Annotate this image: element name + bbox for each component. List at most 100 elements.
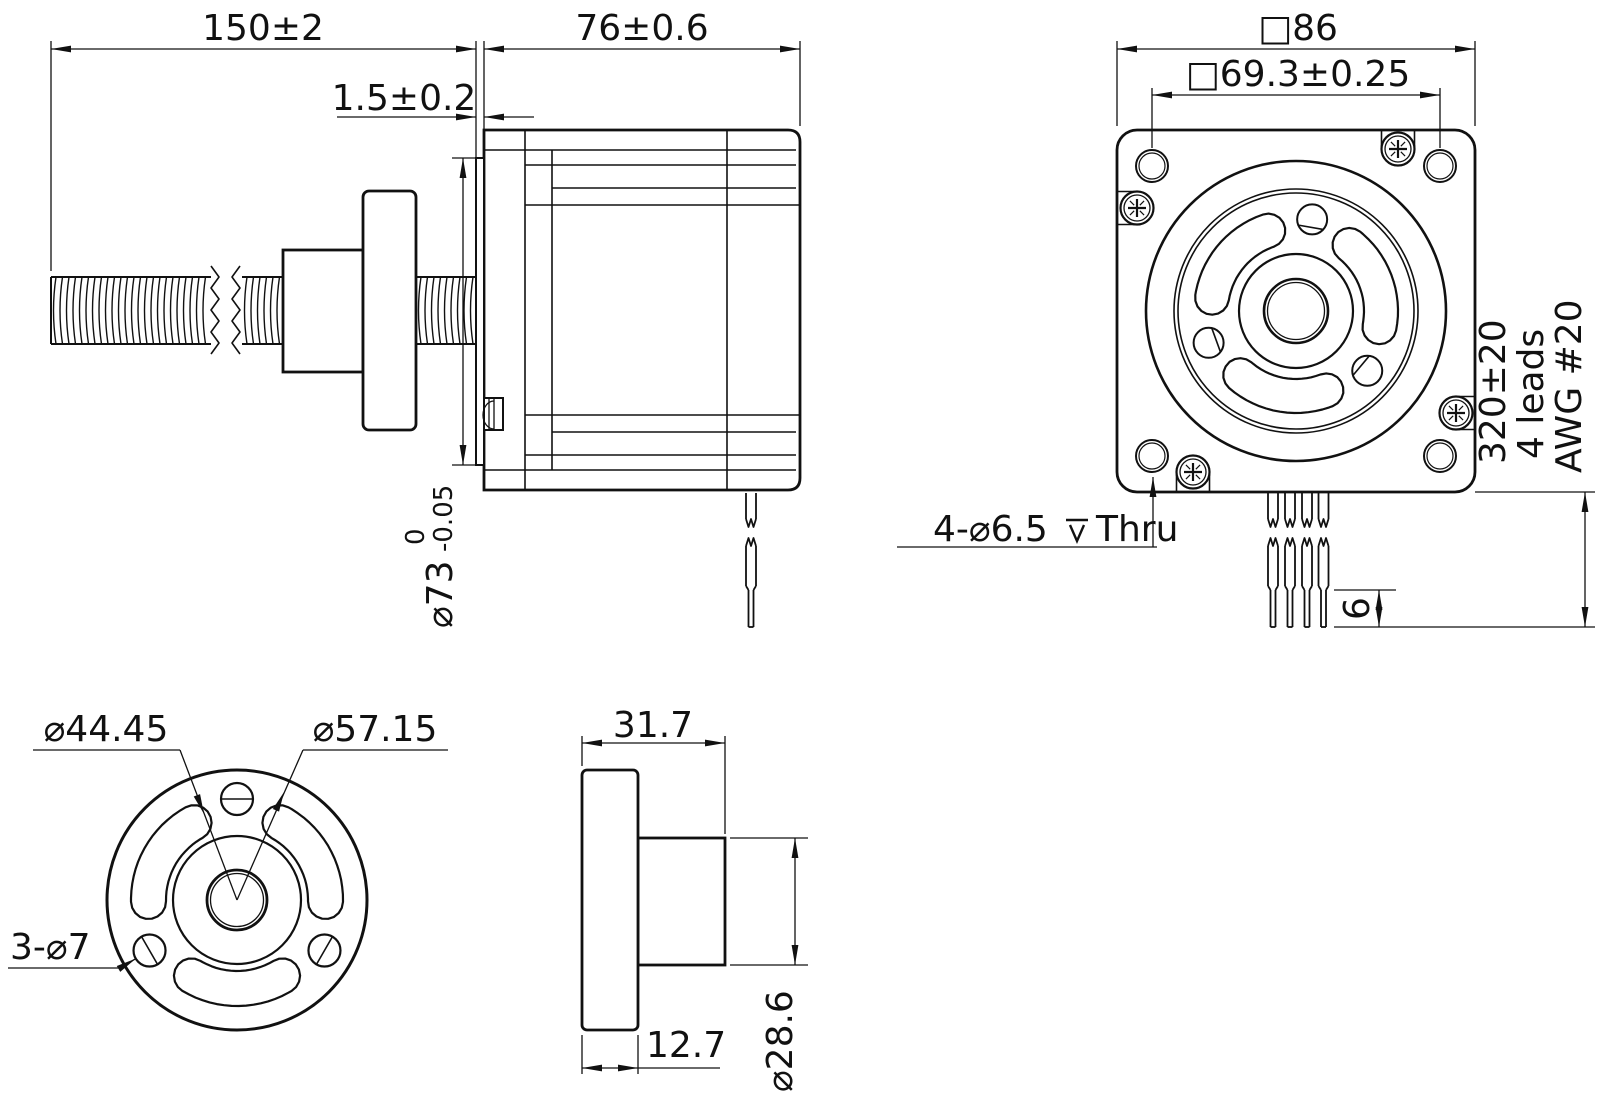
line — [1185, 474, 1191, 480]
dim-pilot-tol-upper: 0 — [401, 528, 431, 545]
thread-line — [250, 276, 255, 345]
thread-line — [59, 276, 64, 345]
nut-body-profile — [636, 836, 727, 967]
thread-line — [104, 276, 109, 345]
line — [1317, 585, 1322, 591]
thread-line — [469, 276, 474, 345]
thread-line — [456, 276, 461, 345]
thread-line — [150, 276, 155, 345]
front-view-dimensions — [897, 41, 1595, 628]
motor-front-view: □86 □69.3±0.25 4-⌀6.5 Thru 320±20 4 lead… — [897, 8, 1595, 628]
nut-flange-profile — [580, 768, 640, 1032]
dimension-arrow — [618, 1064, 638, 1072]
line — [745, 585, 750, 591]
dimension-arrow — [1149, 477, 1157, 497]
line — [1400, 141, 1406, 147]
vent-slot — [1222, 357, 1345, 415]
vent-slot — [261, 804, 345, 920]
pilot-boss — [475, 157, 485, 466]
dimension-arrow — [456, 45, 476, 53]
dimension-arrow — [780, 45, 800, 53]
line — [1301, 585, 1306, 591]
vent-slot — [1331, 226, 1400, 346]
polyline — [1284, 518, 1296, 528]
polyline — [1317, 518, 1330, 528]
thread-line — [124, 276, 129, 345]
dimension-arrow — [456, 113, 476, 121]
thread-line — [65, 276, 70, 345]
motor-body-lamination-lines — [484, 130, 800, 490]
side-view-dimensions — [50, 41, 801, 466]
mounting-holes — [1135, 149, 1457, 473]
nut-front-dimensions — [8, 749, 448, 972]
assembly-screw-side-icon — [482, 397, 504, 431]
line — [140, 936, 159, 965]
break-zigzag — [231, 265, 241, 355]
thread-line — [443, 276, 448, 345]
thread-line — [182, 276, 187, 345]
thread-line — [111, 276, 116, 345]
nut-side-view: 31.7 12.7 ⌀28.6 — [580, 705, 808, 1092]
circle — [1426, 152, 1454, 180]
screw-slot-edge — [1298, 224, 1324, 231]
dim-frame-width: □86 — [1258, 8, 1338, 49]
line — [1448, 405, 1454, 411]
plate-screw-hole — [1192, 326, 1225, 359]
thread-line — [85, 276, 90, 345]
line — [1325, 585, 1330, 591]
dimension-arrow — [484, 45, 504, 53]
dim-lead-length: 320±20 — [1473, 319, 1514, 464]
dim-pilot-diameter: ⌀73 — [420, 561, 461, 628]
thread-line — [98, 276, 103, 345]
thread-line — [137, 276, 142, 345]
lead-screw-front-section — [416, 276, 476, 345]
dim-slot-pitch-diameter: ⌀44.45 — [44, 709, 169, 750]
thread-line — [417, 276, 422, 345]
vent-slot — [1194, 212, 1287, 316]
thread-line — [72, 276, 77, 345]
polyline — [1301, 518, 1313, 528]
thread-line — [243, 276, 248, 345]
line — [1291, 585, 1296, 591]
line — [1390, 151, 1396, 157]
assembly-screws — [1117, 130, 1475, 492]
line — [1448, 415, 1454, 421]
dim-screw-length: 150±2 — [202, 8, 324, 49]
thread-line — [163, 276, 168, 345]
screw-break-lines — [210, 265, 241, 355]
line — [1458, 415, 1464, 421]
dimension-arrow — [459, 445, 467, 465]
motor-side-view: 150±2 76±0.6 1.5±0.2 ⌀73 0 -0.05 — [50, 8, 802, 628]
thread-line — [450, 276, 455, 345]
thread-line — [195, 276, 200, 345]
screw-slot-edge — [1352, 355, 1370, 376]
line — [1390, 141, 1396, 147]
depth-symbol-icon — [1066, 518, 1088, 544]
nut-body-side — [281, 248, 365, 374]
dim-mounting-pitch: □69.3±0.25 — [1186, 54, 1411, 95]
thread-line — [130, 276, 135, 345]
thread-line — [430, 276, 435, 345]
dimension-arrow — [1375, 590, 1383, 610]
vent-slot — [172, 957, 302, 1008]
dim-screw-holes: 3-⌀7 — [10, 927, 90, 968]
line — [1139, 200, 1145, 206]
thread-line — [169, 276, 174, 345]
nut-flange-slots — [129, 804, 345, 1008]
polyline — [1267, 537, 1279, 547]
dimension-arrow — [582, 739, 602, 747]
line — [1284, 585, 1289, 591]
thread-line — [263, 276, 268, 345]
dimension-arrow — [1455, 45, 1475, 53]
dim-boss-protrusion: 1.5±0.2 — [332, 78, 477, 119]
label-thru: Thru — [1095, 509, 1178, 550]
nut-front-view: ⌀44.45 ⌀57.15 3-⌀7 — [8, 709, 448, 1032]
plate-screw-hole — [1351, 354, 1384, 387]
circle — [1138, 152, 1166, 180]
dimension-arrow — [791, 838, 799, 858]
thread-line — [463, 276, 468, 345]
label-lead-count: 4 leads — [1511, 329, 1552, 459]
dim-pilot-tol-lower: -0.05 — [429, 485, 459, 552]
line — [1274, 585, 1279, 591]
